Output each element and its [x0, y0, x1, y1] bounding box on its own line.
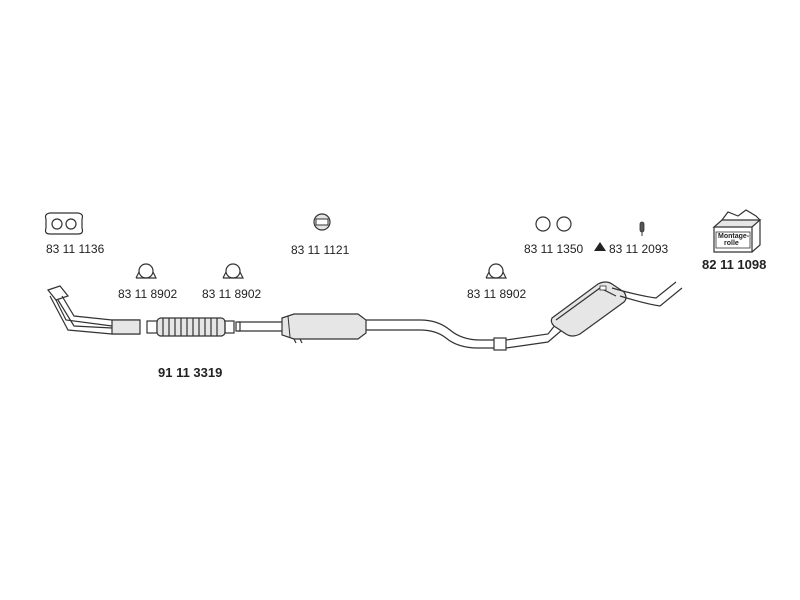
system-part-number: 91 11 3319 — [158, 365, 223, 380]
clamp-icon-3 — [485, 263, 507, 279]
hanger-part-number: 83 11 1121 — [291, 243, 350, 257]
rings-icon — [535, 216, 572, 232]
clamp-2-part-number: 83 11 8902 — [202, 287, 262, 301]
bolt-part-number: 83 11 2093 — [609, 242, 669, 256]
mounting-kit-label-line1: Montage- — [718, 233, 750, 240]
flex-pipe-part — [146, 317, 235, 337]
front-downpipe-part — [46, 285, 141, 335]
gasket-icon — [44, 212, 84, 235]
rubber-hanger-icon — [313, 213, 331, 231]
mounting-kit-part-number: 82 11 1098 — [702, 257, 767, 272]
gasket-part-number: 83 11 1136 — [46, 242, 105, 256]
triangle-marker-icon — [594, 242, 606, 251]
center-muffler-part — [235, 313, 494, 349]
rings-part-number: 83 11 1350 — [524, 242, 584, 256]
rear-muffler-part — [493, 281, 683, 351]
clamp-icon-2 — [222, 263, 244, 279]
clamp-3-part-number: 83 11 8902 — [467, 287, 527, 301]
bolt-icon — [639, 221, 645, 236]
mounting-kit-label-line2: rolle — [724, 240, 739, 247]
clamp-1-part-number: 83 11 8902 — [118, 287, 178, 301]
clamp-icon-1 — [135, 263, 157, 279]
mounting-kit-box-icon — [712, 209, 762, 253]
